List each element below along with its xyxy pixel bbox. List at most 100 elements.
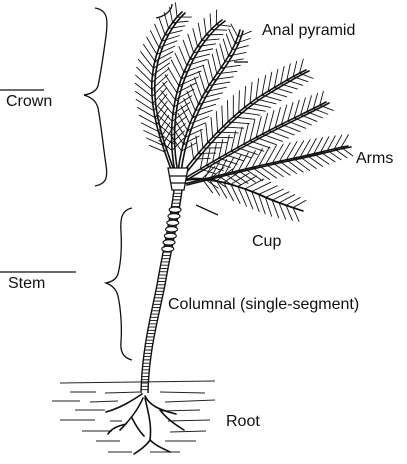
crown-bracket (84, 8, 107, 186)
arm-pinnule (203, 65, 209, 85)
arm-segment (219, 158, 222, 159)
label-root: Root (226, 413, 260, 431)
arm-pinnule (136, 75, 152, 89)
arm-pinnule (250, 141, 270, 148)
arm-pinnule (256, 99, 276, 104)
columnal-knob (162, 246, 174, 251)
arm-pinnule (173, 102, 190, 114)
arm-pinnule (197, 44, 215, 47)
arm-pinnule (314, 154, 329, 164)
arm-pinnule (136, 99, 154, 110)
columnal-knob (167, 220, 179, 225)
arm-pinnule (281, 84, 298, 89)
arm-pinnule (239, 91, 240, 112)
arm-pinnule (286, 142, 297, 160)
arm-pinnule (280, 161, 297, 173)
columnal-knob (164, 233, 176, 238)
arm-pinnule (238, 171, 255, 183)
arm-pinnule (212, 54, 217, 74)
arm-segment (281, 124, 284, 125)
arm-segment (206, 165, 209, 166)
arm-segment (256, 137, 259, 138)
crinoid-stem (141, 190, 182, 393)
arm-pinnule (179, 47, 187, 66)
stem-bracket (106, 208, 132, 360)
arm-pinnule (155, 24, 162, 41)
arm-pinnule (137, 67, 152, 82)
arm-pinnule (256, 79, 259, 99)
arm-pinnule (274, 69, 278, 87)
arm-pinnule (211, 117, 213, 137)
arm-pinnule (307, 155, 323, 166)
arm-pinnule (252, 167, 269, 179)
arm-pinnule (273, 144, 284, 163)
arm-pinnule (252, 149, 262, 168)
arm-pinnule (209, 82, 230, 86)
label-anal-pyramid: Anal pyramid (262, 22, 355, 40)
arm-pinnule (221, 65, 240, 68)
arm-pinnule (193, 29, 198, 47)
arm-pinnule (208, 59, 213, 79)
arm-pinnule (199, 71, 206, 91)
arm-segment (287, 80, 290, 81)
arm-pinnule (173, 21, 188, 22)
arm-pinnule (210, 14, 211, 30)
arm-segment (294, 118, 297, 119)
arm-pinnule (293, 158, 309, 170)
arm-pinnule (231, 24, 238, 37)
arm-pinnule (268, 72, 272, 91)
arm-pinnule (301, 115, 317, 122)
arm-pinnule (216, 111, 217, 132)
arm-pinnule (288, 121, 306, 128)
arm-pinnule (313, 109, 328, 115)
label-stem: Stem (8, 275, 45, 293)
arm-pinnule (293, 77, 308, 82)
arm-pinnule (217, 71, 237, 73)
arm-pinnule (229, 52, 246, 56)
arm-pinnule (198, 23, 201, 40)
arm-pinnule (141, 52, 154, 69)
arm-pinnule (196, 136, 198, 153)
arm-segment (221, 68, 224, 69)
arm-pinnule (152, 63, 169, 75)
arm-pinnule (259, 166, 277, 178)
arm-pinnule (286, 197, 300, 205)
arm-pinnule (143, 44, 154, 61)
arm-segment (299, 73, 302, 74)
columnal-knob (169, 207, 181, 212)
arm-pinnule (194, 49, 213, 53)
arm-pinnule (280, 143, 291, 161)
arm-pinnule (159, 99, 172, 115)
label-columnal: Columnal (single-segment) (168, 296, 359, 314)
arm-pinnule (138, 59, 152, 75)
arm-pinnule (169, 26, 185, 29)
label-arms: Arms (356, 150, 393, 168)
arm-pinnule (183, 40, 190, 59)
arm-pinnule (135, 83, 152, 96)
arm-pinnule (206, 123, 208, 142)
arm-pinnule (220, 44, 225, 62)
arm-pinnule (223, 39, 228, 56)
arm-pinnule (262, 75, 266, 95)
arm-segment (307, 112, 310, 113)
arm-pinnule (268, 91, 287, 97)
arm-pinnule (165, 75, 177, 93)
arm-pinnule (216, 49, 221, 68)
arm-pinnule (286, 160, 303, 172)
crinoid-root (106, 394, 184, 454)
arm-pinnule (222, 106, 223, 127)
arm-pinnule (188, 34, 194, 52)
arm-pinnule (204, 18, 206, 35)
arm-pinnule (250, 82, 252, 103)
arm-pinnule (293, 200, 306, 207)
label-cup: Cup (252, 233, 281, 251)
arm-pinnule (213, 77, 234, 80)
columnal-knob (163, 240, 175, 245)
arm-segment (269, 131, 272, 132)
arm-pinnule (245, 151, 255, 169)
arm-segment (231, 151, 234, 152)
arm-pinnule (195, 78, 202, 98)
arm-segment (213, 80, 216, 81)
